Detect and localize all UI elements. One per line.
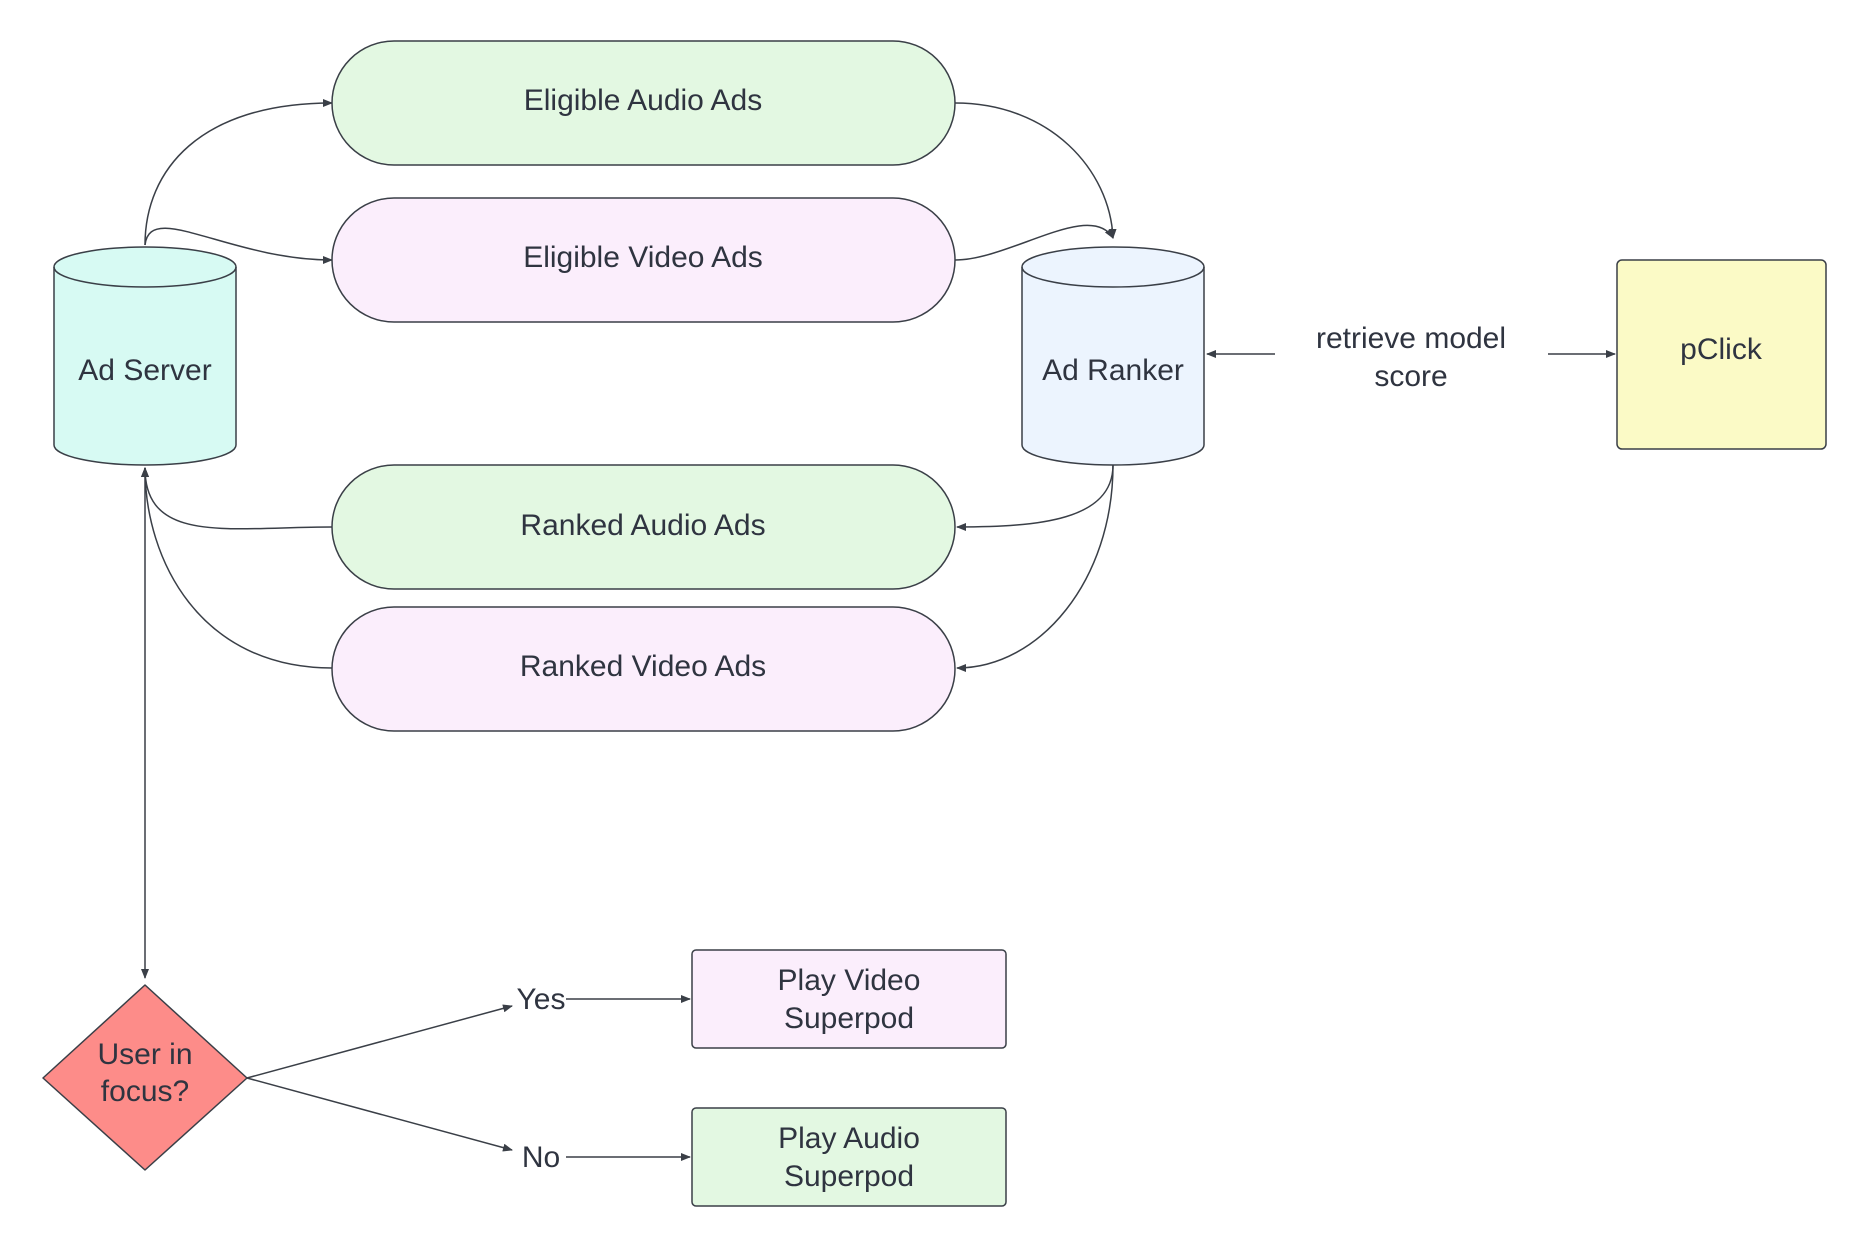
ad-server-cylinder-icon — [53, 246, 237, 466]
ad-server-node: Ad Server — [53, 246, 237, 466]
ranked-video-pill — [331, 606, 956, 732]
eligible-video-label: Eligible Video Ads — [523, 241, 763, 274]
ranked-video-label: Ranked Video Ads — [520, 650, 766, 683]
edges — [141, 99, 1616, 1161]
ranked-audio-label: Ranked Audio Ads — [520, 509, 765, 542]
edge-ranked-audio-to-ad-server — [141, 467, 333, 530]
play-audio-line-1: Play Audio — [778, 1122, 920, 1155]
play-video-line-2: Superpod — [784, 1002, 914, 1035]
play-audio-line-2: Superpod — [784, 1160, 914, 1193]
eligible-video-pill — [331, 197, 956, 323]
play-audio-box — [691, 1107, 1007, 1207]
no-label: No — [522, 1141, 560, 1174]
play-video-line-1: Play Video — [778, 964, 921, 997]
eligible-audio-pill — [331, 40, 956, 166]
decision-node: User in focus? — [42, 984, 248, 1171]
edge-ad-server-to-eligible-audio — [144, 99, 333, 246]
pclick-node: pClick — [1616, 259, 1827, 450]
edge-decision-to-no — [246, 1077, 513, 1152]
retrieve-model-score-label: retrieve model score — [1316, 322, 1506, 393]
eligible-audio-node: Eligible Audio Ads — [331, 40, 956, 166]
retrieve-label-line-1: retrieve model — [1316, 322, 1506, 355]
edge-eligible-audio-to-ad-ranker — [954, 102, 1117, 239]
ad-ranker-label: Ad Ranker — [1042, 354, 1184, 387]
decision-diamond-icon — [42, 984, 248, 1171]
edge-ad-server-to-eligible-video — [144, 227, 333, 264]
ad-ranker-cylinder-icon — [1021, 246, 1205, 466]
decision-label-line-2: focus? — [101, 1075, 189, 1108]
ranked-video-node: Ranked Video Ads — [331, 606, 956, 732]
pclick-label: pClick — [1680, 333, 1763, 366]
edge-decision-to-yes — [246, 1004, 513, 1079]
play-audio-node: Play Audio Superpod — [691, 1107, 1007, 1207]
edge-ad-ranker-to-ranked-audio — [956, 464, 1114, 531]
eligible-video-node: Eligible Video Ads — [331, 197, 956, 323]
pclick-box — [1616, 259, 1827, 450]
decision-label-line-1: User in — [97, 1038, 192, 1071]
play-video-node: Play Video Superpod — [691, 949, 1007, 1049]
ranked-audio-node: Ranked Audio Ads — [331, 464, 956, 590]
retrieve-label-line-2: score — [1374, 360, 1447, 393]
ad-server-label: Ad Server — [78, 354, 211, 387]
ad-server-cylinder-rim — [53, 266, 237, 288]
ranked-audio-pill — [331, 464, 956, 590]
edge-ranked-video-to-ad-server — [141, 467, 333, 669]
play-video-box — [691, 949, 1007, 1049]
eligible-audio-label: Eligible Audio Ads — [524, 84, 763, 117]
ad-ranker-node: Ad Ranker — [1021, 246, 1205, 466]
edge-eligible-video-to-ad-ranker — [954, 224, 1114, 261]
yes-label: Yes — [517, 983, 566, 1016]
edge-ad-ranker-to-ranked-video — [956, 464, 1114, 672]
ad-ranker-cylinder-rim — [1021, 266, 1205, 288]
